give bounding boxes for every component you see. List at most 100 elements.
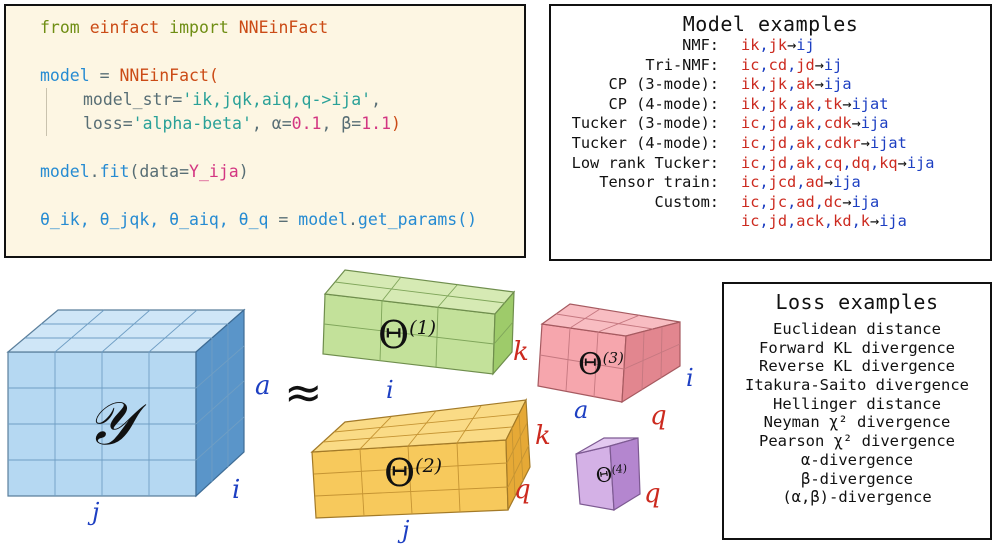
var-model: model: [298, 210, 348, 229]
tensor-theta4-symbol: Θ(4): [594, 460, 629, 488]
expression-token: ,: [787, 114, 797, 133]
loss-example-item: Pearson χ² divergence: [759, 432, 955, 451]
expression-token: ija: [906, 153, 935, 172]
kwarg-loss: loss=: [83, 114, 133, 133]
expression-token: ,: [796, 173, 806, 192]
expression-token: kq: [879, 153, 898, 172]
model-example-row: CP (3-mode):ik,jk,ak→ija: [551, 75, 990, 95]
model-example-row: Tucker (4-mode): ic,jd,ak,cdkr→ijat: [551, 134, 990, 154]
code-panel: from einfact import NNEinFact model = NN…: [4, 4, 526, 258]
expression-token: ik: [741, 36, 760, 54]
expression-token: ic: [741, 192, 760, 211]
loss-example-item: Reverse KL divergence: [759, 357, 955, 376]
tensor-theta3-label-i: i: [686, 364, 694, 392]
tensor-theta2: Θ(2) k q j: [310, 397, 551, 544]
tensor-theta4-label-q: q: [644, 479, 661, 509]
expression-token: ija: [860, 114, 889, 133]
expression-token: ijat: [869, 133, 907, 152]
expression-token: jk: [768, 94, 788, 113]
tensor-theta4: Θ(4) q: [575, 437, 661, 512]
expression-token: ,: [759, 212, 769, 231]
expression-token: ad: [805, 173, 824, 192]
expression-token: tk: [823, 94, 843, 113]
expression-token: jd: [768, 133, 788, 152]
expression-token: ,: [851, 212, 861, 231]
expression-token: →: [860, 133, 870, 152]
expression-token: ic: [741, 114, 760, 133]
tensor-theta3-label-a: a: [574, 396, 588, 424]
expression-token: ,: [759, 75, 769, 94]
expression-token: ad: [796, 192, 815, 211]
expression-token: ij: [796, 36, 815, 54]
model-example-expression: ic,jd,ack,kd,k→ija: [741, 212, 907, 232]
model-example-label: Tucker (4-mode):: [571, 133, 719, 152]
expression-token: jk: [768, 36, 788, 54]
model-example-label: NMF:: [682, 36, 719, 54]
expression-token: ,: [787, 153, 797, 172]
expression-token: jc: [768, 192, 788, 211]
kwarg-model-str: model_str=: [83, 90, 183, 109]
expression-token: →: [851, 114, 861, 133]
expression-token: ,: [869, 153, 880, 172]
var-model: model: [40, 162, 90, 181]
loss-value: 'alpha-beta': [132, 114, 252, 133]
assign-op: =: [268, 210, 299, 229]
model-examples-title: Model examples: [682, 12, 859, 36]
expression-token: ,: [759, 153, 769, 172]
close-paren: ): [391, 114, 401, 133]
loss-example-item: Neyman χ² divergence: [763, 413, 951, 432]
assign-op: =: [89, 66, 120, 85]
expression-token: ,: [759, 173, 769, 192]
expression-token: dq: [851, 153, 870, 172]
loss-example-item: Itakura-Saito divergence: [745, 376, 969, 395]
comma: ,: [371, 90, 382, 109]
model-example-row: NMF:ik,jk→ij: [551, 36, 990, 56]
model-example-expression: ic,jd,ak,cdkr→ijat: [741, 134, 907, 154]
expression-token: ,: [759, 55, 769, 74]
expression-token: jd: [768, 114, 788, 133]
expression-token: ,: [759, 94, 769, 113]
expression-token: ,: [759, 133, 769, 152]
beta-value: 1.1: [361, 114, 392, 133]
alpha-value: 0.1: [291, 114, 322, 133]
model-example-expression: ic,jcd,ad→ija: [741, 173, 861, 193]
expression-token: →: [897, 153, 907, 172]
tensor-y-label-j: j: [87, 498, 100, 526]
tensor-theta2-label-k: k: [535, 421, 551, 451]
expression-token: ij: [823, 55, 843, 74]
close-paren: ): [238, 162, 249, 181]
class-name: NNEinFact: [238, 18, 329, 37]
expression-token: ,: [787, 192, 797, 211]
model-example-label: Low rank Tucker:: [571, 153, 719, 172]
approx-symbol: ≈: [284, 365, 323, 419]
tensor-theta3: Θ(3) a q i: [537, 303, 694, 431]
expression-token: cq: [823, 153, 843, 172]
expression-token: dc: [823, 192, 843, 211]
expression-token: ik: [741, 94, 760, 113]
expression-token: ija: [833, 173, 861, 192]
expression-token: ,: [759, 36, 769, 54]
tensor-theta1-symbol: Θ(1): [378, 313, 436, 357]
model-example-expression: ik,jk,ak→ija: [741, 75, 852, 95]
tensor-theta1-label-k: k: [513, 337, 529, 367]
tensor-theta4-side: [609, 437, 641, 512]
expression-token: ,: [814, 94, 824, 113]
expression-token: ,: [814, 114, 824, 133]
expression-token: ,: [787, 133, 797, 152]
tensor-theta2-label-j: j: [397, 516, 410, 544]
expression-token: ak: [796, 133, 815, 152]
kwarg-beta: , β=: [321, 114, 362, 133]
class-call: NNEinFact: [119, 66, 209, 85]
expression-token: ,: [787, 212, 797, 231]
model-example-row: Custom:ic,jc,ad,dc→ija: [551, 193, 990, 213]
code-line-model-str: model_str='ik,jqk,aiq,q->ija',: [46, 88, 524, 112]
model-example-label: Tensor train:: [599, 173, 719, 192]
expression-token: ija: [823, 75, 852, 94]
model-str-value: 'ik,jqk,aiq,q->ija': [182, 90, 372, 109]
expression-token: ic: [741, 212, 760, 231]
expression-token: →: [870, 212, 880, 231]
model-example-expression: ic,jc,ad,dc→ija: [741, 193, 879, 213]
expression-token: ic: [741, 173, 760, 192]
